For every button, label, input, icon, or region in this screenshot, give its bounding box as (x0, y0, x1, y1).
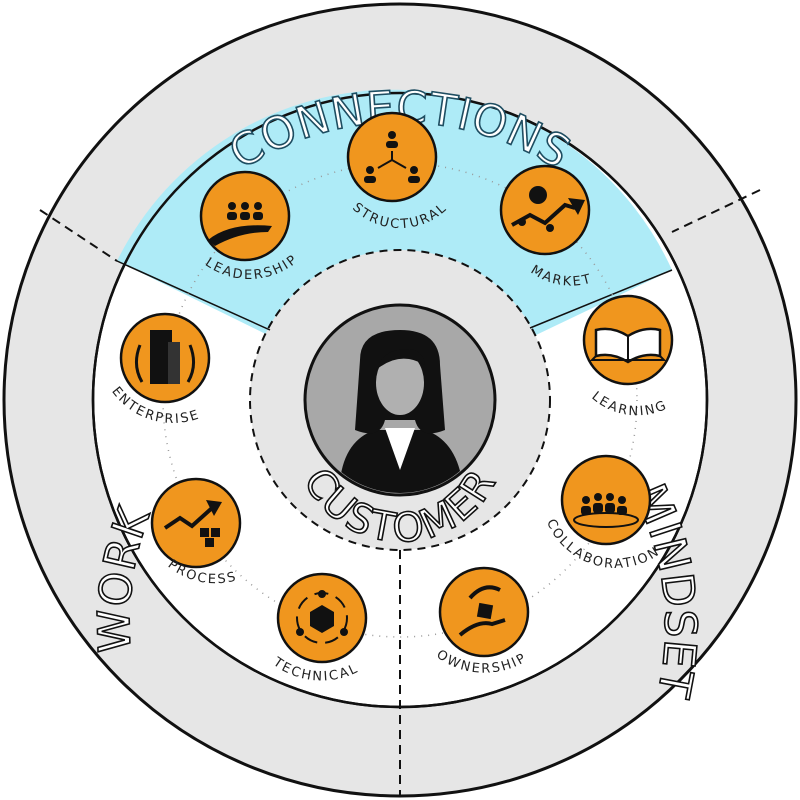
divider-left-inner (116, 260, 271, 331)
network-people-icon (364, 131, 420, 183)
trend-boxes-icon (163, 500, 222, 547)
node-market (499, 164, 591, 256)
node-enterprise (119, 312, 211, 404)
node-structural (346, 111, 438, 203)
node-ownership (438, 566, 530, 658)
divider-right-outer (671, 189, 761, 233)
cycle-box-icon (296, 590, 348, 644)
node-orbit (162, 162, 638, 638)
node-process (150, 477, 242, 569)
divider-left-outer (39, 209, 118, 262)
customer-avatar-icon (303, 303, 497, 497)
team-table-icon (573, 493, 639, 528)
divider-right-inner (529, 269, 673, 329)
building-icon (135, 330, 195, 384)
node-collaboration (560, 454, 652, 546)
open-book-icon (589, 327, 667, 364)
trend-arrow-icon (511, 186, 585, 232)
node-technical (276, 572, 368, 664)
node-leadership (199, 170, 291, 262)
node-learning (582, 294, 674, 386)
hand-people-icon (208, 202, 272, 246)
hand-box-icon (458, 585, 506, 637)
